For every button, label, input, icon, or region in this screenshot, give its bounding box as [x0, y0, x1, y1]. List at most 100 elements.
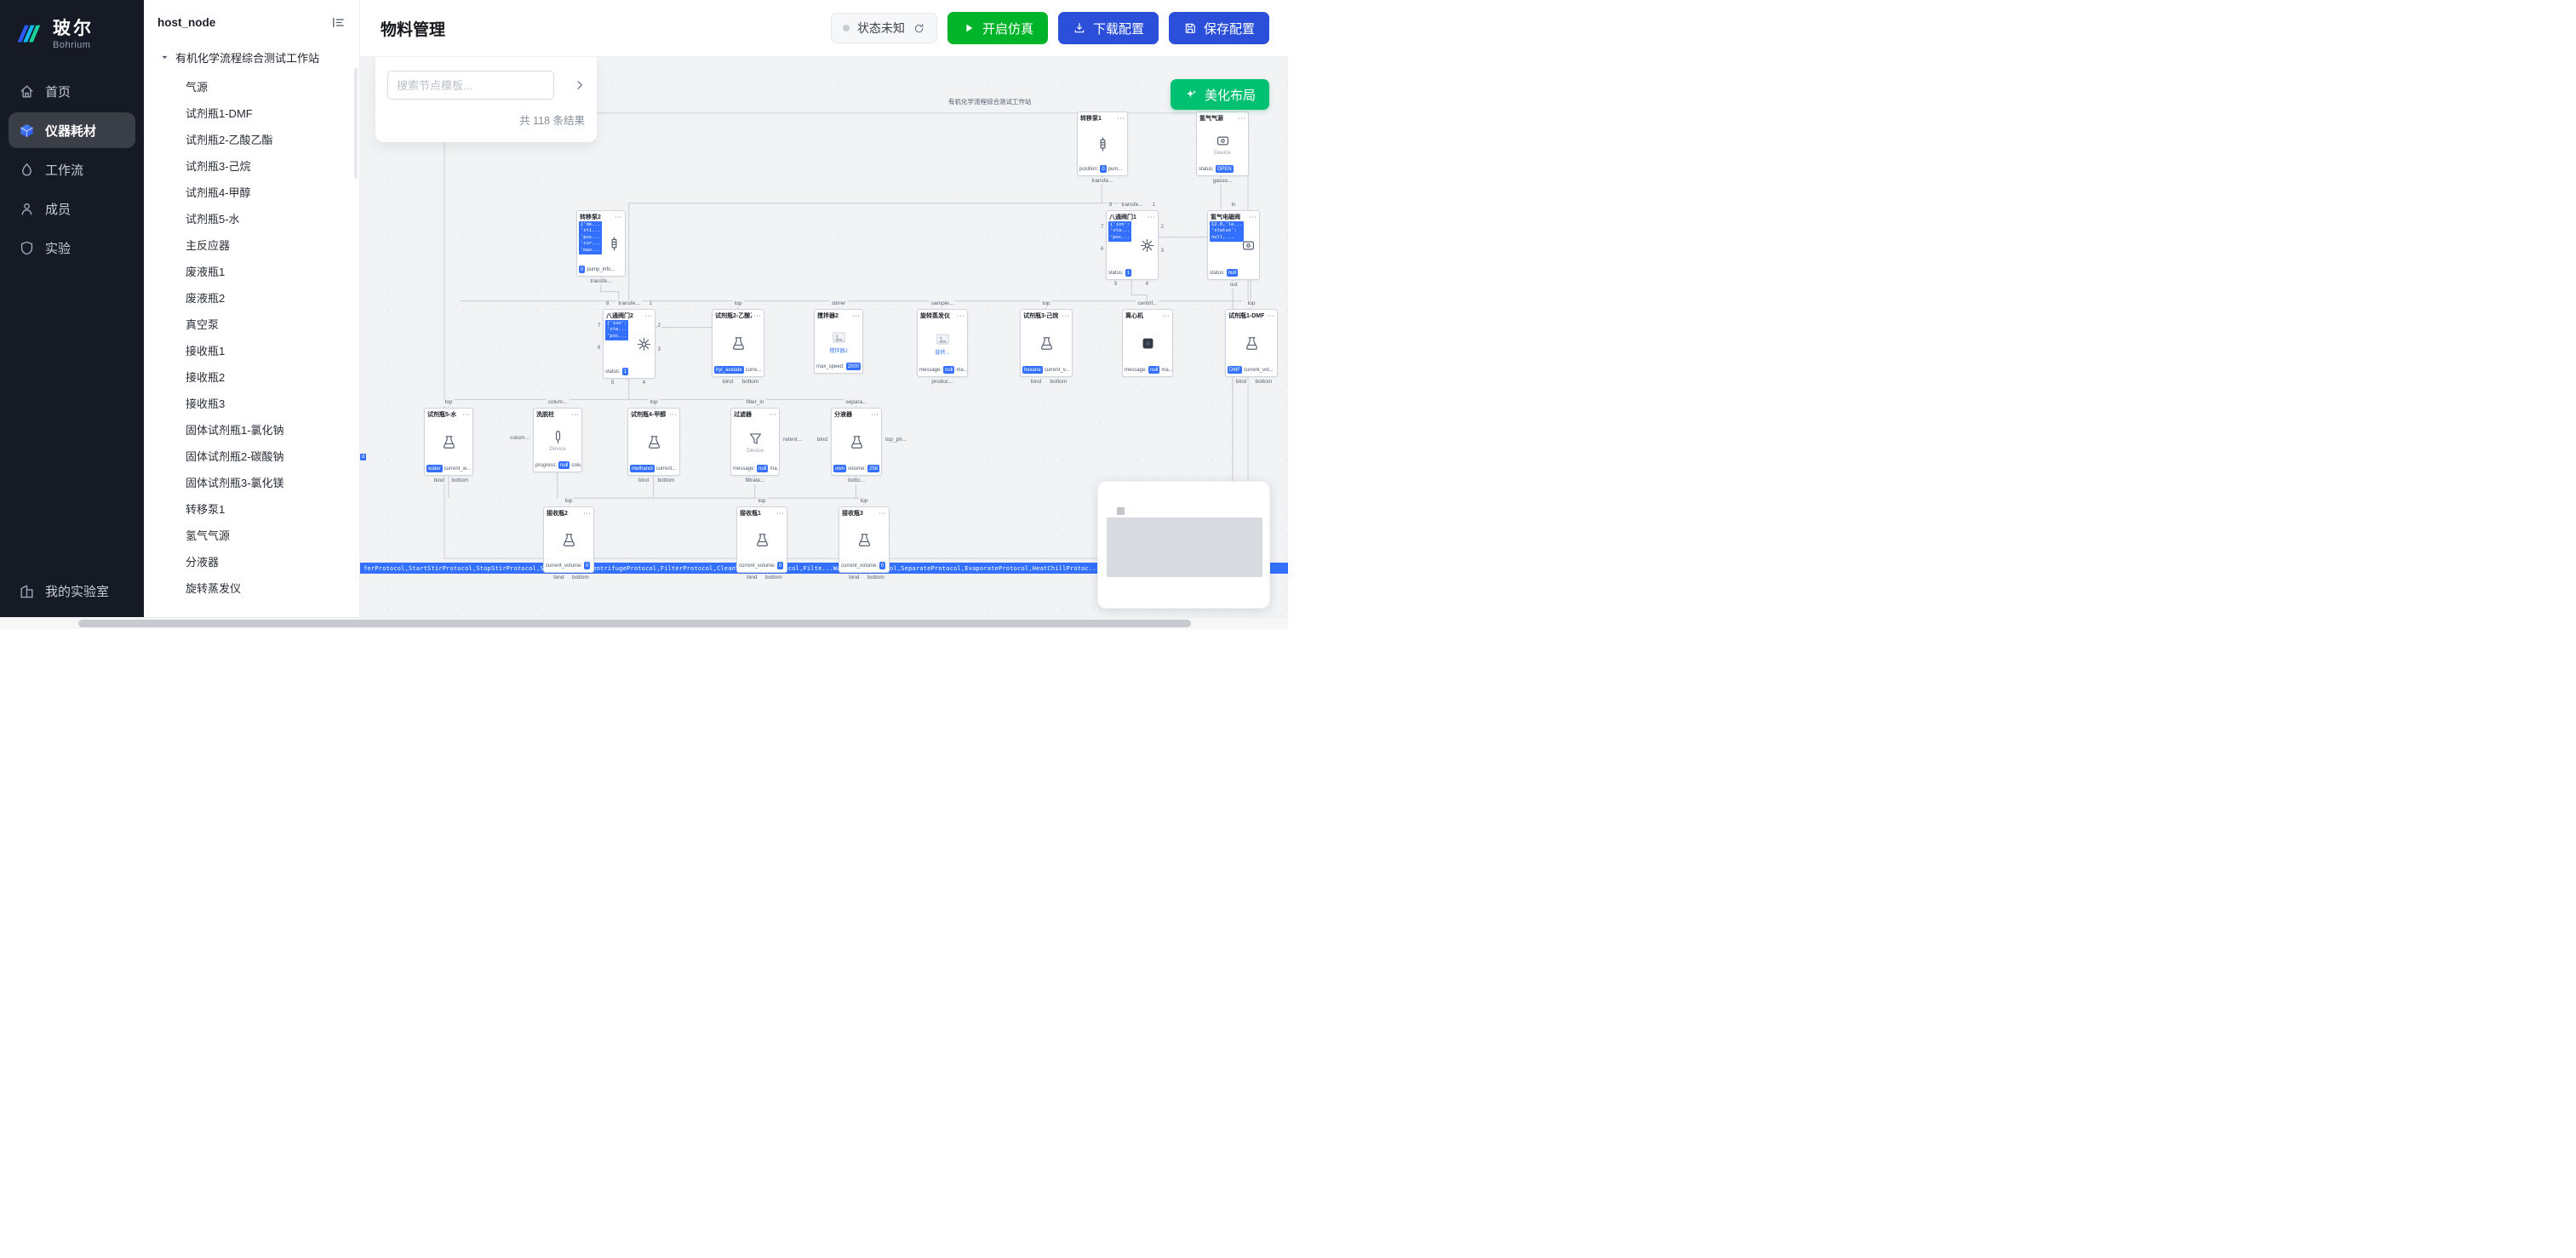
sidebar-item-instruments[interactable]: 仪器耗材: [9, 112, 135, 148]
minimap[interactable]: [1097, 481, 1270, 609]
flow-canvas[interactable]: 有机化学流程综合测试工作站 ferProtocol,StartStirProto…: [360, 57, 1288, 629]
start-simulation-button[interactable]: 开启仿真: [947, 12, 1048, 44]
sidebar-item-home[interactable]: 首页: [9, 73, 135, 109]
refresh-icon[interactable]: [913, 22, 925, 35]
panel-collapse-icon[interactable]: [331, 15, 346, 30]
beautify-layout-button[interactable]: 美化布局: [1170, 79, 1269, 110]
node-template-search-input[interactable]: [387, 71, 554, 100]
chevron-right-icon[interactable]: [573, 78, 587, 92]
node-menu-icon[interactable]: ⋯: [615, 212, 622, 221]
save-config-button[interactable]: 保存配置: [1168, 12, 1269, 44]
node-menu-icon[interactable]: ⋯: [1249, 212, 1257, 221]
node-eight-way-valve-1[interactable]: 八通阀门1⋯status:1{'ion': 'sta... 'pos...tra…: [1100, 202, 1165, 288]
node-json-preview: {'ion': 'sta... 'pos...: [605, 320, 629, 341]
sidebar-item-workflow[interactable]: 工作流: [9, 152, 135, 187]
tree-item-8[interactable]: 废液瓶2: [186, 292, 226, 305]
node-menu-icon[interactable]: ⋯: [571, 409, 579, 419]
node-menu-icon[interactable]: ⋯: [957, 311, 965, 320]
tree-item-17[interactable]: 氢气气源: [186, 529, 231, 542]
tag-text: ma...: [1161, 367, 1172, 373]
node-reagent-bottle-2-ethyl-acetate[interactable]: 试剂瓶2-乙酸乙酯⋯hyl_acetatecurre...topbindbott…: [712, 300, 764, 386]
node-menu-icon[interactable]: ⋯: [583, 508, 591, 517]
port-label: top: [648, 399, 660, 407]
tree-item-10[interactable]: 接收瓶1: [186, 345, 226, 357]
node-body: [832, 420, 881, 465]
node-filter[interactable]: 过滤器⋯Devicemessage:nullma...filter_infilt…: [730, 399, 804, 484]
tree-item-15[interactable]: 固体试剂瓶3-氯化镁: [186, 477, 284, 489]
minimap-viewport[interactable]: [1107, 517, 1262, 577]
node-menu-icon[interactable]: ⋯: [1062, 311, 1069, 320]
node-menu-icon[interactable]: ⋯: [1238, 113, 1245, 123]
node-menu-icon[interactable]: ⋯: [769, 409, 776, 419]
node-title: 洗脱柱: [536, 412, 554, 418]
tree-item-2[interactable]: 试剂瓶2-乙酸乙酯: [186, 134, 273, 146]
tree-scrollbar-thumb[interactable]: [354, 68, 358, 179]
port-number: 6: [597, 346, 602, 352]
tree-item-1[interactable]: 试剂瓶1-DMF: [186, 107, 253, 120]
node-menu-icon[interactable]: ⋯: [1117, 113, 1125, 123]
sidebar-item-my-lab[interactable]: 我的实验室: [9, 573, 135, 609]
tree-item-5[interactable]: 试剂瓶5-水: [186, 213, 240, 226]
tree-item-13[interactable]: 固体试剂瓶1-氯化钠: [186, 424, 284, 437]
experiment-icon: [19, 240, 35, 256]
tree-item-18[interactable]: 分液器: [186, 556, 220, 569]
tree-item-4[interactable]: 试剂瓶4-甲醇: [186, 186, 251, 199]
device-icon: [1215, 133, 1231, 149]
header-actions: 状态未知 开启仿真 下载配置 保存配置: [830, 12, 1269, 44]
tree-item-7[interactable]: 废液瓶1: [186, 266, 226, 278]
tag-text: pump_info...: [587, 266, 615, 272]
node-menu-icon[interactable]: ⋯: [753, 311, 761, 320]
tree-item-16[interactable]: 转移泵1: [186, 503, 226, 516]
node-menu-icon[interactable]: ⋯: [879, 508, 886, 517]
tree-item-11[interactable]: 接收瓶2: [186, 371, 226, 384]
tree-item-3[interactable]: 试剂瓶3-己烷: [186, 160, 251, 173]
tree-item-0[interactable]: 气源: [186, 81, 209, 94]
download-icon: [1073, 21, 1086, 35]
tree-root-item[interactable]: 有机化学流程综合测试工作站: [144, 42, 359, 73]
sidebar-item-members[interactable]: 成员: [9, 191, 135, 226]
tree-item-9[interactable]: 真空泵: [186, 318, 220, 331]
node-menu-icon[interactable]: ⋯: [852, 311, 860, 320]
tree-item-12[interactable]: 接收瓶3: [186, 397, 226, 410]
node-eight-way-valve-2[interactable]: 八通阀门2⋯status:1{'ion': 'sta... 'pos...tra…: [597, 300, 661, 386]
value-chip: 258: [867, 465, 880, 472]
node-menu-icon[interactable]: ⋯: [644, 311, 652, 320]
node-menu-icon[interactable]: ⋯: [871, 409, 879, 419]
node-header: 试剂瓶5-水⋯: [425, 409, 472, 420]
node-elution-column[interactable]: 洗脱柱⋯Deviceprogress:nullcolu...colum...co…: [508, 399, 582, 472]
horizontal-scrollbar-thumb[interactable]: [78, 620, 1191, 627]
tree-item-6[interactable]: 主反应器: [186, 239, 231, 252]
node-menu-icon[interactable]: ⋯: [1148, 212, 1155, 221]
sidebar-item-experiments[interactable]: 实验: [9, 230, 135, 266]
node-menu-icon[interactable]: ⋯: [669, 409, 677, 419]
home-icon: [19, 83, 35, 100]
node-menu-icon[interactable]: ⋯: [1267, 311, 1274, 320]
node-menu-icon[interactable]: ⋯: [462, 409, 470, 419]
tree-item-14[interactable]: 固体试剂瓶2-碳酸钠: [186, 450, 284, 463]
node-menu-icon[interactable]: ⋯: [776, 508, 784, 517]
node-menu-icon[interactable]: ⋯: [1162, 311, 1170, 320]
tree-item-19[interactable]: 旋转蒸发仪: [186, 582, 242, 595]
tag-text: current_volume:: [739, 563, 776, 569]
tag-text: message:: [919, 367, 942, 373]
bohrium-logo-icon: [12, 19, 44, 51]
download-config-button[interactable]: 下载配置: [1057, 12, 1159, 44]
play-icon: [962, 21, 976, 35]
